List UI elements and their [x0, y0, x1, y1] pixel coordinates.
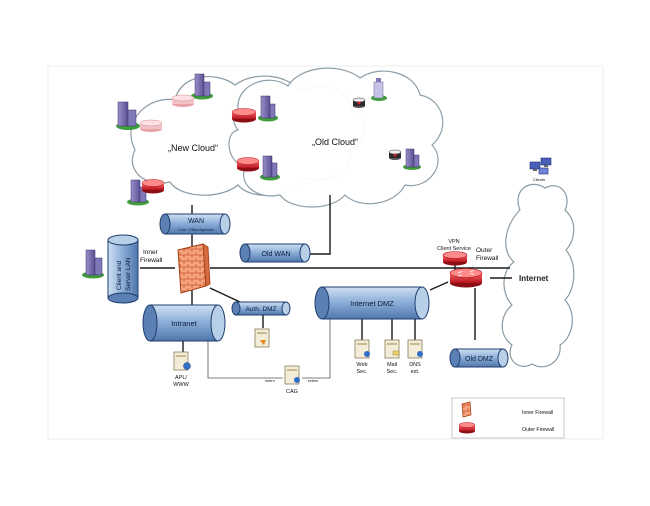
router-icon [352, 97, 366, 108]
cag-lines [207, 318, 331, 379]
dns-label-2: ext. [411, 369, 420, 375]
apl-www-server-icon[interactable] [173, 351, 191, 371]
intranet-label: Intranet [171, 319, 197, 328]
building-icon [127, 179, 149, 206]
router-icon [139, 119, 163, 132]
inner-firewall-label-1: Inner [143, 249, 159, 256]
cag-intern-label: intern [265, 379, 275, 383]
building-icon [191, 73, 213, 100]
cag-label: CAG [286, 389, 298, 395]
old-wan-label: Old WAN [262, 251, 291, 258]
legend: Inner Firewall Outer Firewall [451, 397, 565, 439]
internet-cloud [501, 183, 575, 368]
cag-extern-label: extern [308, 379, 319, 383]
apl-label-1: APL/ [175, 375, 187, 381]
building-icon [371, 78, 387, 101]
router-icon [388, 149, 402, 160]
web-label-2: Sec. [356, 369, 367, 375]
building-icon [260, 155, 280, 181]
router-icon [171, 94, 195, 107]
building-icon [403, 148, 421, 170]
auth-dmz-segment[interactable]: Auth. DMZ [231, 301, 291, 316]
cag-server-icon[interactable] [284, 365, 300, 385]
old-cloud-label: „Old Cloud“ [312, 137, 358, 147]
legend-inner-firewall-label: Inner Firewall [522, 410, 553, 416]
wan-sublabel: Core / Office Agencies [178, 228, 214, 232]
outer-firewall-router-icon[interactable] [449, 268, 483, 288]
inner-firewall-icon[interactable] [177, 243, 211, 294]
router-icon [231, 108, 257, 123]
client-lan-label-2: Server LAN [125, 257, 132, 291]
apl-label-2: WWW [173, 382, 189, 388]
outer-firewall-label-2: Firewall [476, 255, 499, 262]
wan-label: WAN [188, 218, 204, 225]
internet-label: Internet [519, 274, 549, 283]
building-icon [116, 101, 140, 130]
auth-dmz-label: Auth. DMZ [245, 306, 276, 313]
vpn-label-2: Client Service [437, 246, 471, 252]
old-wan-segment[interactable]: Old WAN [239, 243, 311, 263]
clients-icon[interactable] [529, 157, 552, 175]
dns-ext-server-icon[interactable] [407, 339, 423, 359]
router-icon [141, 179, 165, 194]
intranet-segment[interactable]: Intranet [142, 304, 226, 342]
client-server-lan-segment[interactable]: Client and Server LAN [107, 234, 139, 304]
building-icon [82, 249, 104, 279]
internet-dmz-segment[interactable]: Internet DMZ [314, 286, 430, 320]
web-sec-server-icon[interactable] [354, 339, 370, 359]
inner-firewall-label-2: Firewall [140, 257, 163, 264]
legend-outer-firewall-label: Outer Firewall [522, 427, 554, 433]
old-dmz-label: Old DMZ [465, 356, 494, 363]
auth-server-icon[interactable] [254, 328, 270, 348]
vpn-label-1: VPN [448, 239, 459, 245]
mail-sec-server-icon[interactable] [384, 339, 400, 359]
router-icon [236, 157, 260, 172]
client-lan-label-1: Client and [116, 260, 123, 290]
vpn-router-icon[interactable] [442, 251, 468, 266]
legend-inner-firewall-icon [461, 401, 472, 418]
internet-dmz-label: Internet DMZ [350, 299, 394, 308]
outer-firewall-label-1: Outer [476, 247, 493, 254]
new-cloud-label: „New Cloud“ [168, 143, 218, 153]
dns-label-1: DNS [409, 362, 421, 368]
wan-segment[interactable]: WAN Core / Office Agencies [159, 213, 231, 235]
clients-label: Clients [533, 177, 545, 182]
building-icon [258, 95, 278, 122]
mail-label-2: Sec. [386, 369, 397, 375]
legend-outer-firewall-icon [458, 422, 476, 434]
old-dmz-segment[interactable]: Old DMZ [449, 348, 509, 368]
mail-label-1: Mail [387, 362, 397, 368]
web-label-1: Web [356, 362, 367, 368]
